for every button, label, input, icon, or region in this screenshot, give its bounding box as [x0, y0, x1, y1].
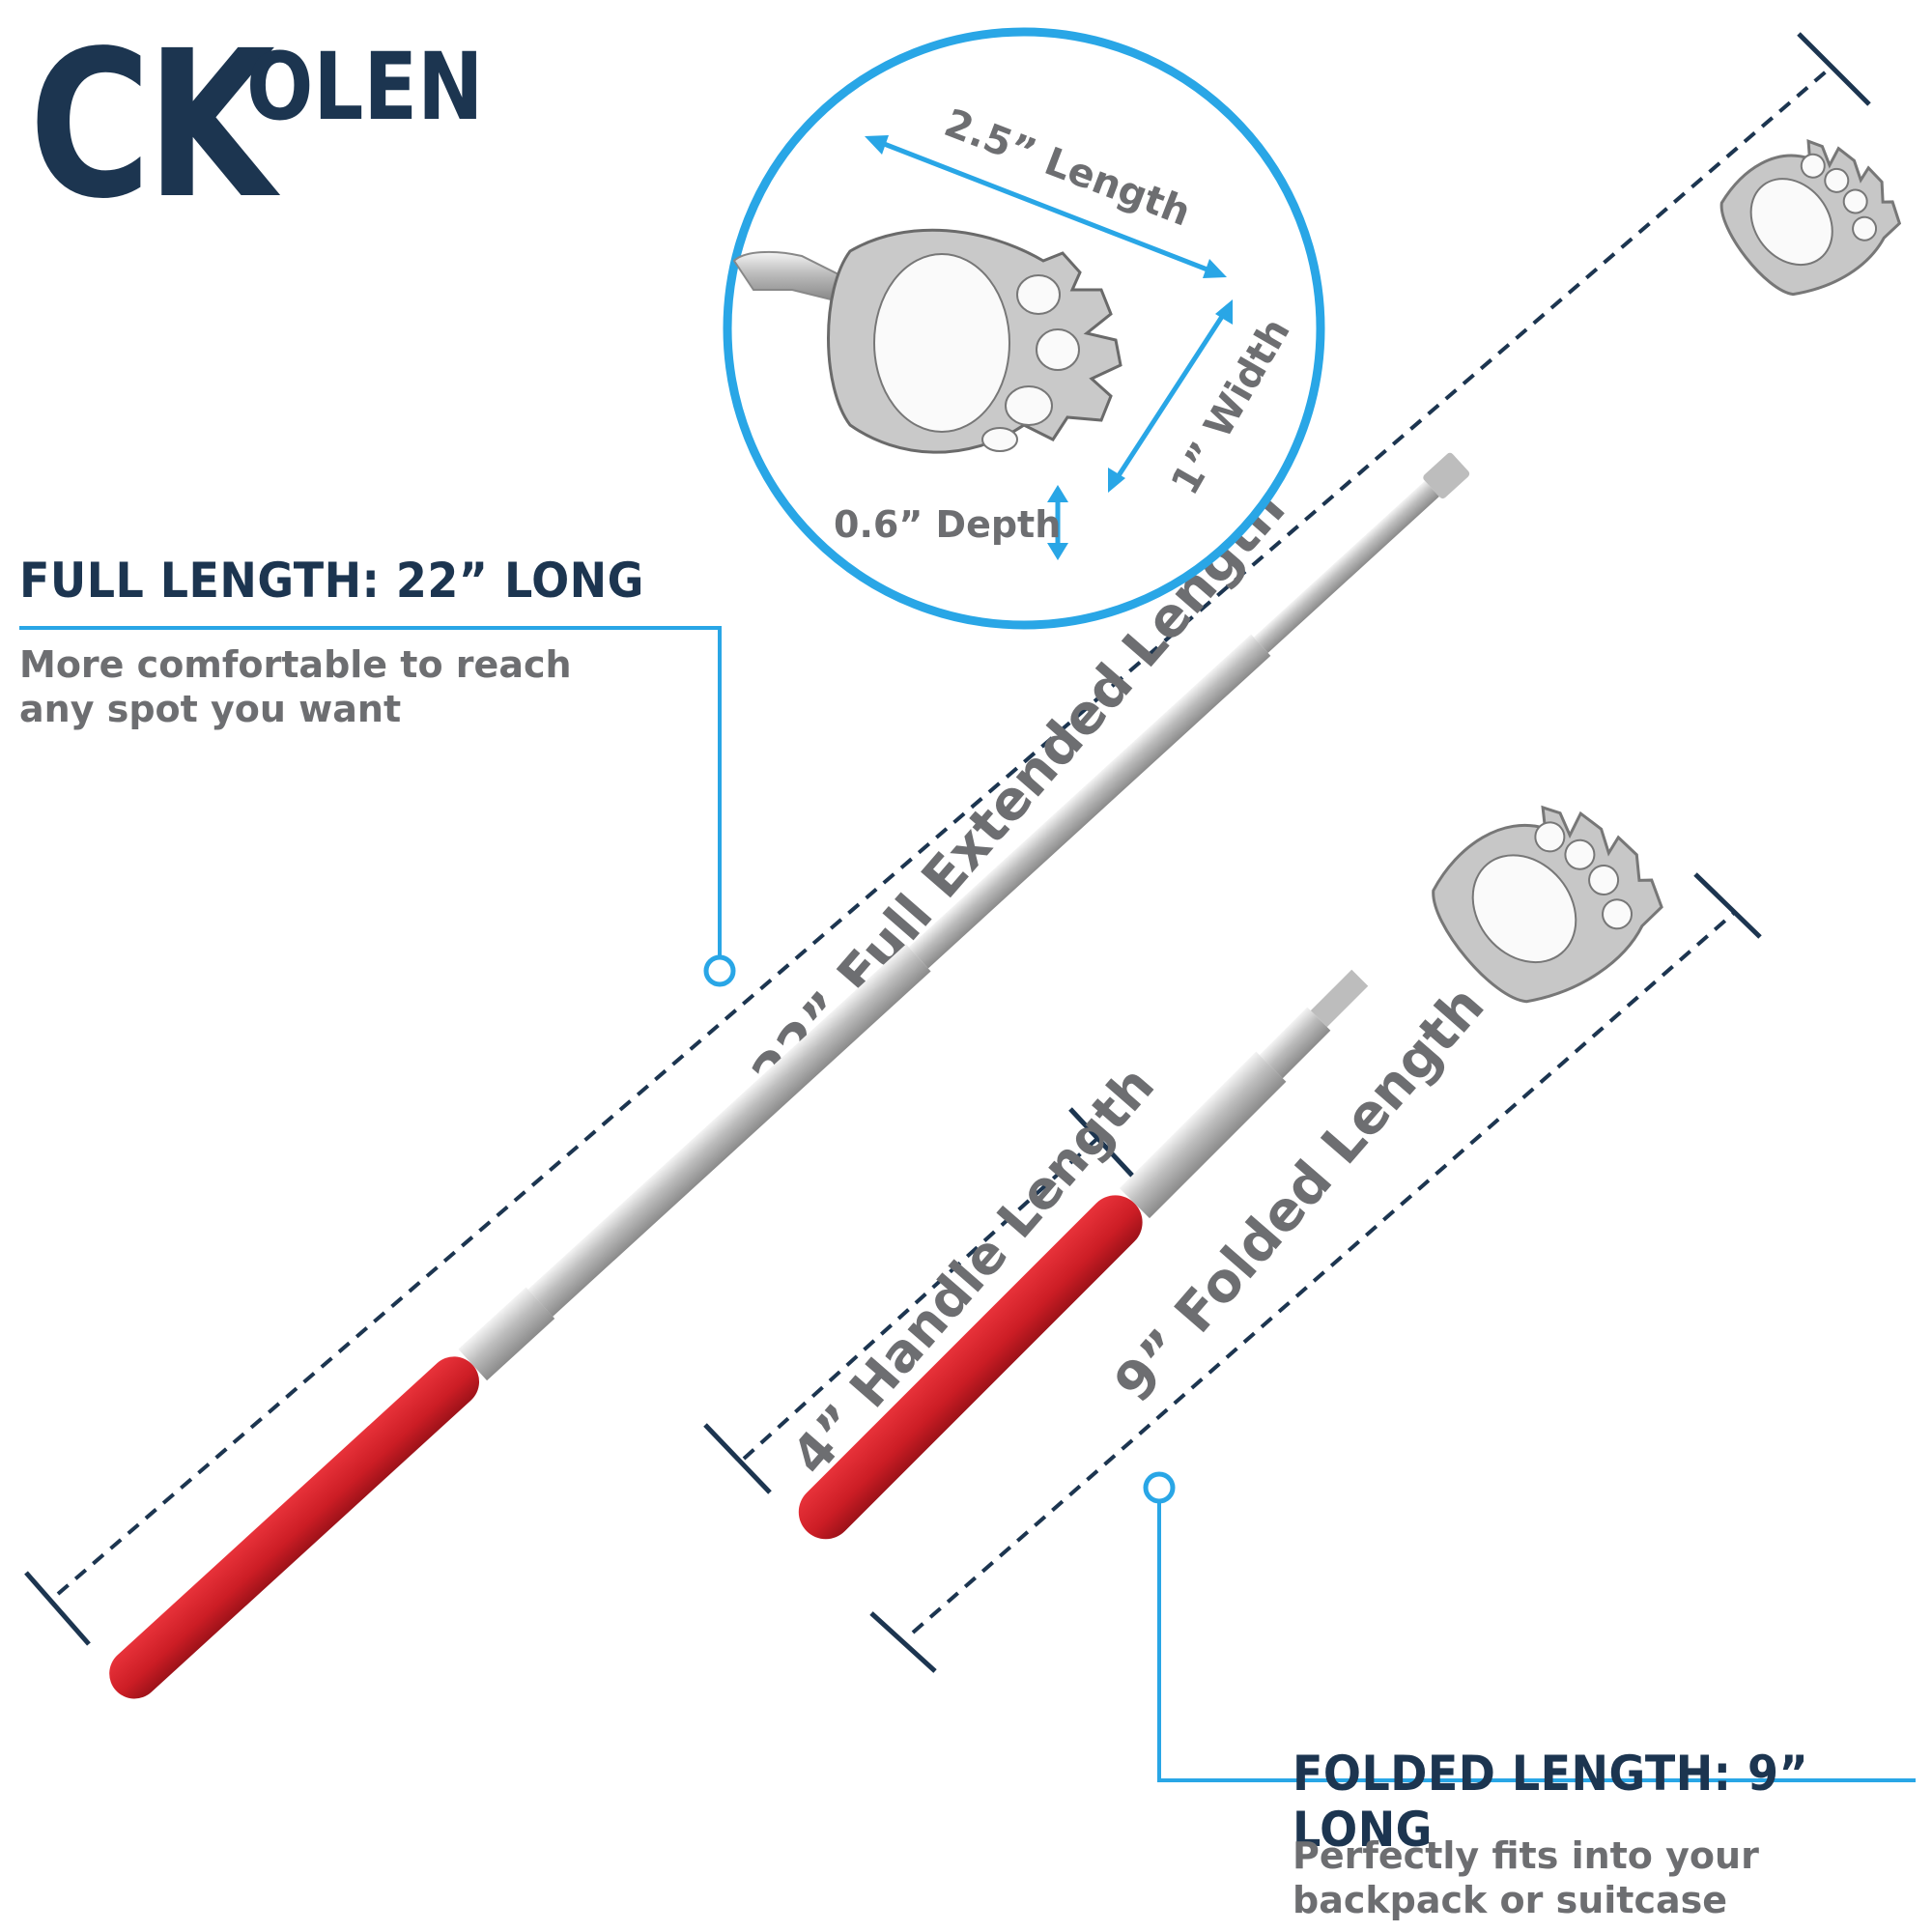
folded-length-description: Perfectly fits into your backpack or sui…	[1293, 1834, 1759, 1921]
extended-claw-head	[1719, 139, 1902, 297]
extended-red-handle	[109, 1356, 480, 1699]
detail-claw-image	[732, 228, 1122, 454]
claw-depth-arrow	[1047, 485, 1068, 560]
claw-width-arrow	[1108, 299, 1233, 493]
handle-length-dimension-line	[703, 1107, 1137, 1494]
extended-back-scratcher	[109, 139, 1902, 1699]
full-length-description: More comfortable to reach any spot you w…	[19, 643, 572, 730]
full-length-connector	[19, 626, 736, 987]
logo-secondary-text: OLEN	[246, 33, 484, 141]
claw-detail-callout: 2.5” Length 1” Width 0.6” Depth	[723, 27, 1325, 630]
full-length-heading: FULL LENGTH: 22” LONG	[19, 553, 644, 609]
logo-main-text: CK	[29, 7, 275, 243]
full-length-dimension-line	[24, 32, 1871, 1646]
folded-length-heading: FOLDED LENGTH: 9” LONG	[1293, 1746, 1809, 1858]
folded-red-handle	[798, 1195, 1143, 1540]
folded-back-scratcher	[798, 805, 1663, 1540]
claw-length-arrow	[865, 135, 1227, 278]
claw-depth-label: 0.6” Depth	[834, 503, 1061, 546]
folded-claw-head	[1432, 805, 1663, 1004]
folded-length-dimension-line	[869, 872, 1762, 1673]
brand-logo: CK OLEN	[29, 7, 483, 243]
folded-length-connector	[1143, 1471, 1916, 1782]
handle-length-label: 4” Handle Length	[780, 1055, 1166, 1487]
